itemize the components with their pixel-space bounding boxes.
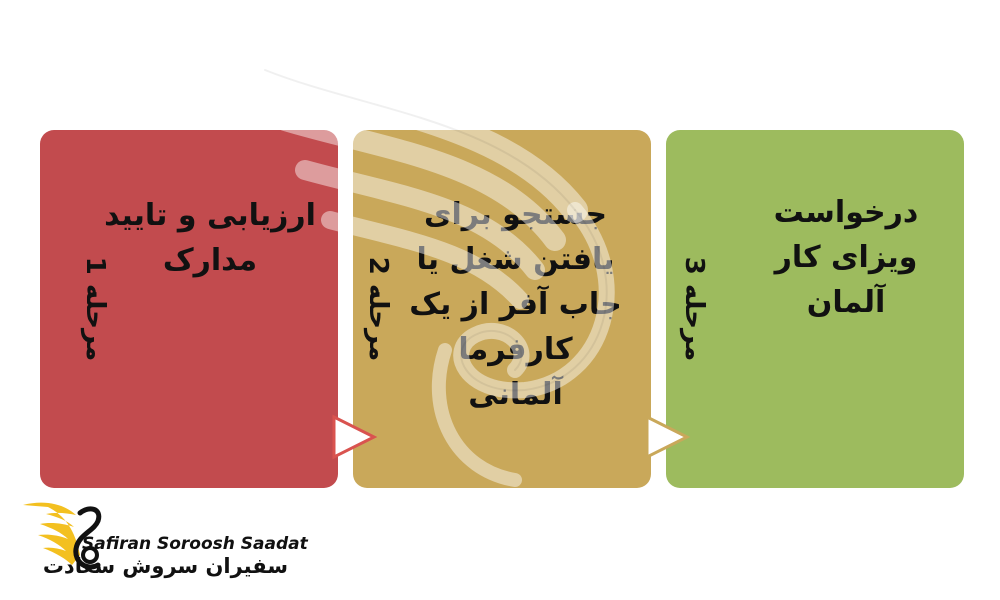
logo-name-persian: سفیران سروش سعادت [42,554,288,578]
step-2-label: مرحله 2 [363,256,393,362]
step-1-text: ارزیابی و تایید مدارک [104,198,316,278]
step-3-label: مرحله 3 [679,256,709,362]
step-1-to-2-arrow-icon [332,414,378,460]
step-3-box: مرحله 3 درخواست ویزای کار آلمان [666,130,964,488]
step-3-text: درخواست ویزای کار آلمان [773,195,919,320]
step-1-box: مرحله 1 ارزیابی و تایید مدارک [40,130,338,488]
wing-swan-logo-icon [23,502,102,570]
step-2-to-3-arrow-icon [645,414,691,460]
step-2-text: جستجو برای یافتن شغل یا جاب آفر از یک کا… [409,197,622,412]
step-2-box: مرحله 2 جستجو برای یافتن شغل یا جاب آفر … [353,130,651,488]
logo-name-english: Safiran Soroosh Saadat [82,534,308,554]
